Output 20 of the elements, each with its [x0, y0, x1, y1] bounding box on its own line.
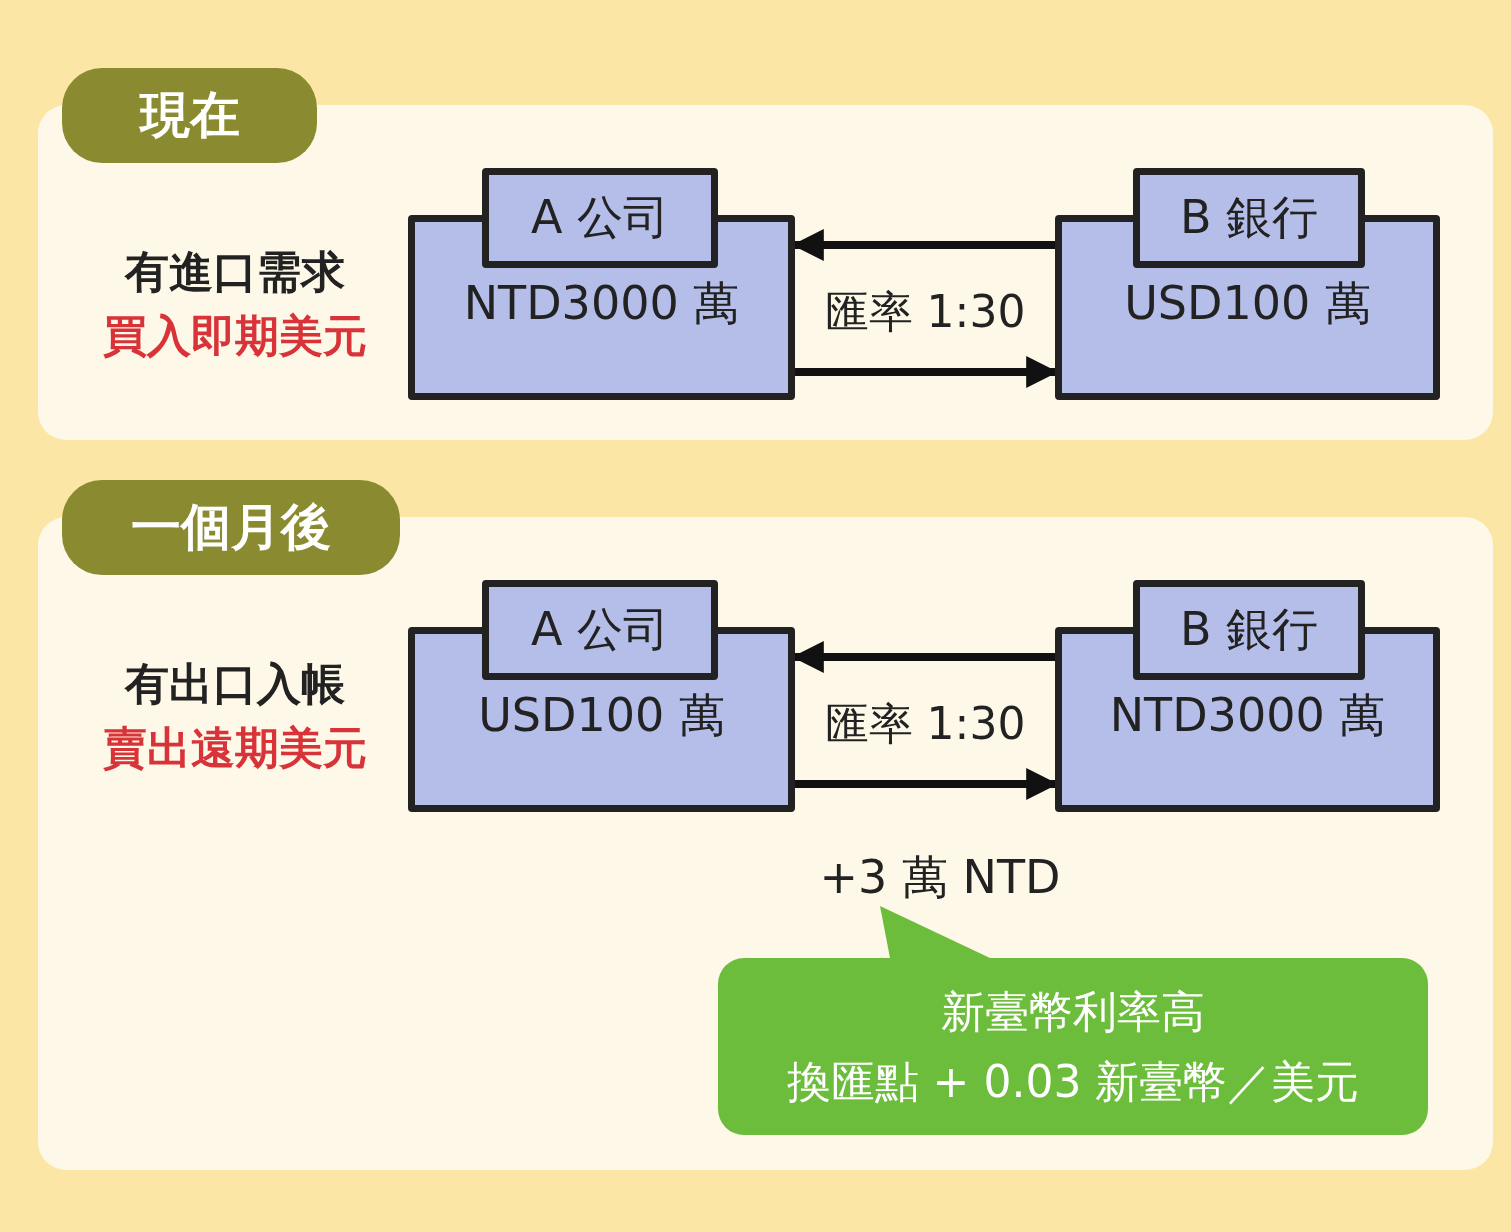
- edge-label: 匯率 1:30: [824, 696, 1026, 750]
- name-tab: A 公司: [482, 168, 718, 268]
- name-tab: A 公司: [482, 580, 718, 680]
- note-text: 換匯點 + 0.03 新臺幣／美元: [786, 1054, 1360, 1109]
- edge-label: 匯率 1:30: [824, 284, 1026, 338]
- name-tab: B 銀行: [1133, 580, 1365, 680]
- amount-text: NTD3000 萬: [462, 275, 741, 332]
- amount-text: +3 萬 NTD: [818, 849, 1062, 906]
- note-text: 賣出遠期美元: [102, 721, 368, 775]
- note-text: 有出口入帳: [123, 657, 346, 711]
- amount-text: USD100 萬: [477, 687, 726, 744]
- note-text: 新臺幣利率高: [941, 984, 1205, 1039]
- section-tag: 一個月後: [62, 480, 400, 575]
- amount-text: USD100 萬: [1123, 275, 1372, 332]
- name-tab: B 銀行: [1133, 168, 1365, 268]
- amount-text: NTD3000 萬: [1108, 687, 1387, 744]
- note-text: 有進口需求: [123, 245, 346, 299]
- bubble-tail: [880, 906, 990, 958]
- note-text: 買入即期美元: [102, 309, 368, 363]
- section-tag: 現在: [62, 68, 317, 163]
